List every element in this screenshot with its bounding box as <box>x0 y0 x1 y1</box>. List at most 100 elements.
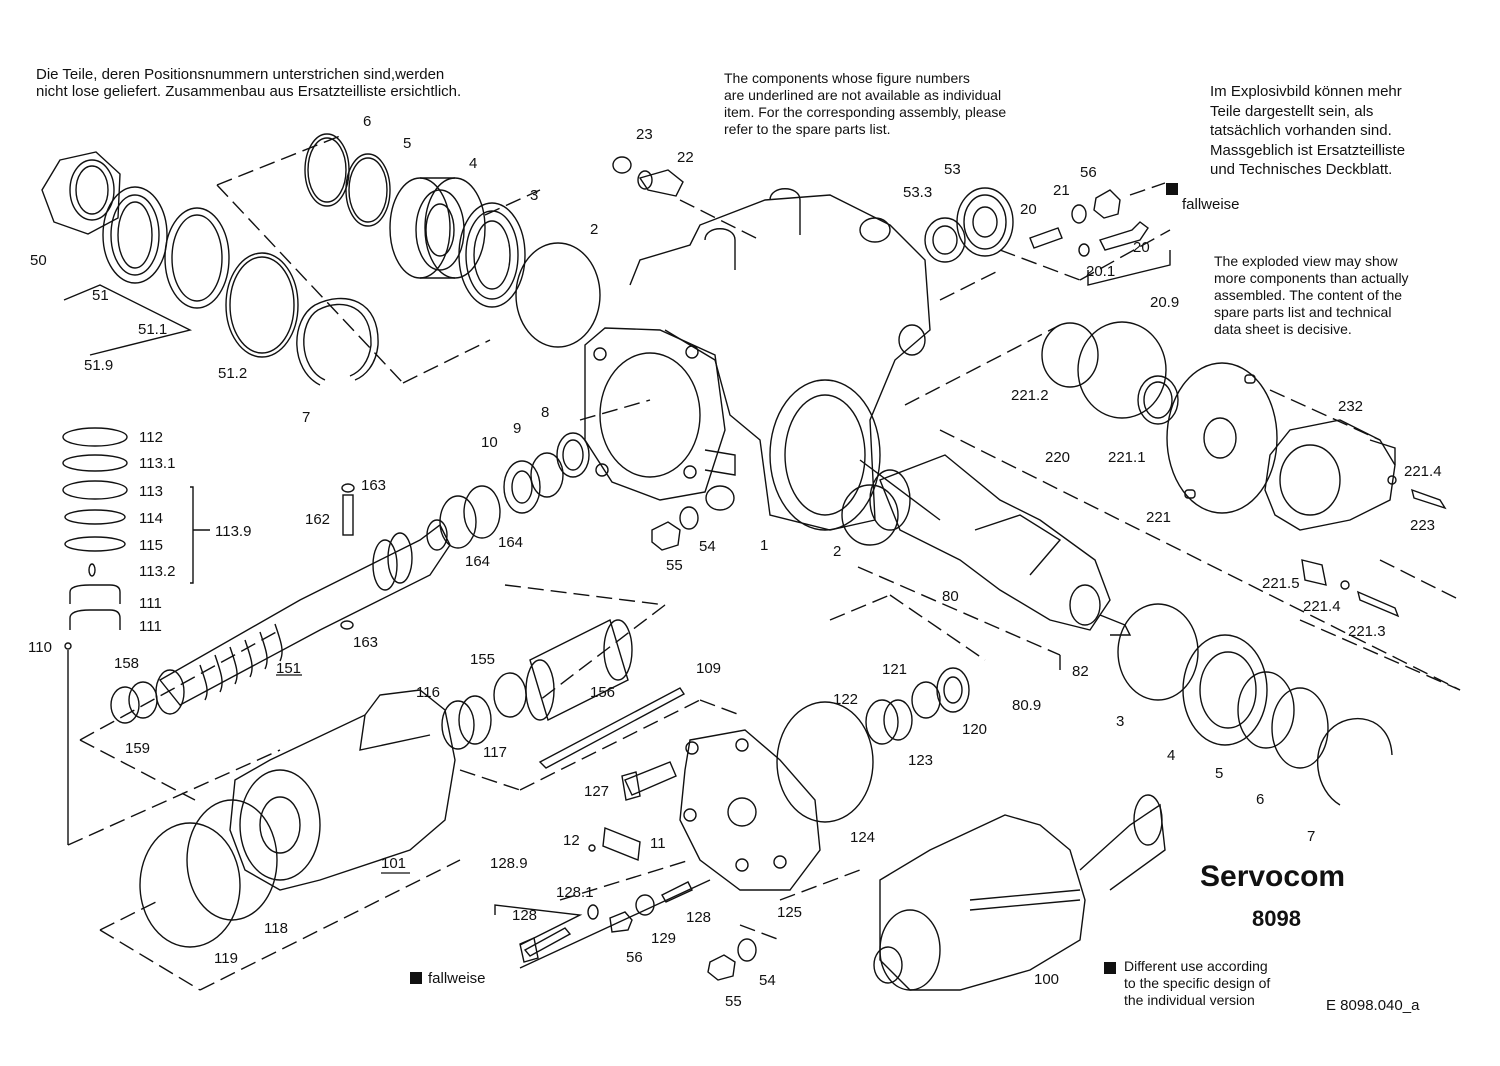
assembly-brackets <box>63 250 1171 969</box>
o-ring-6b <box>1271 687 1329 769</box>
cover-221 <box>1166 362 1278 514</box>
label-128a: 128 <box>512 907 537 924</box>
label-119: 119 <box>214 950 238 967</box>
seal-54 <box>679 506 699 530</box>
retaining-ring-7b <box>1316 717 1393 806</box>
washer-128-1 <box>587 904 599 920</box>
note-different-use: Different use according to the specific … <box>1124 958 1271 1008</box>
different-use-marker-icon <box>1104 962 1116 974</box>
plug-56b <box>609 911 633 933</box>
note-english-right: The exploded view may show more componen… <box>1214 253 1409 337</box>
stud-20 <box>1029 227 1063 249</box>
label-112: 112 <box>139 429 163 446</box>
bolt-127 <box>621 761 677 801</box>
label-11: 11 <box>650 835 666 852</box>
label-55b: 55 <box>725 993 742 1010</box>
o-ring-164a <box>439 495 477 549</box>
label-114: 114 <box>139 510 163 527</box>
label-128b: 128 <box>686 909 711 926</box>
label-164b: 164 <box>465 553 490 570</box>
label-53: 53 <box>944 161 961 178</box>
housing-101 <box>229 689 456 891</box>
ring-221-1 <box>1137 375 1179 425</box>
screw-221-3 <box>1356 590 1400 618</box>
label-232: 232 <box>1338 398 1363 415</box>
label-221-4a: 221.4 <box>1404 463 1442 480</box>
nut-50 <box>41 151 121 235</box>
o-ring-20-1 <box>1078 243 1090 257</box>
o-ring-122 <box>865 699 899 745</box>
label-20a: 20 <box>1020 201 1037 218</box>
square-marker-icon <box>410 972 422 984</box>
label-110: 110 <box>28 639 52 656</box>
label-221-2: 221.2 <box>1011 387 1049 404</box>
stud-128b <box>661 881 693 903</box>
plug-56 <box>1093 189 1121 219</box>
pin-162 <box>342 494 354 536</box>
label-55: 55 <box>666 557 683 574</box>
label-128-1: 128.1 <box>556 884 594 901</box>
label-51-2: 51.2 <box>218 365 247 382</box>
seal-53-3 <box>924 217 966 263</box>
ring-3 <box>458 202 526 308</box>
label-117: 117 <box>483 744 507 761</box>
seal-54b <box>737 938 757 962</box>
sleeve-156 <box>525 619 633 721</box>
label-109: 109 <box>696 660 721 677</box>
label-8: 8 <box>541 404 549 421</box>
fallweise-label-top: fallweise <box>1182 196 1240 213</box>
washer-121 <box>911 681 941 719</box>
o-ring-159 <box>110 686 140 724</box>
drawing-id: E 8098.040_a <box>1326 997 1420 1014</box>
plate-11 <box>602 827 641 861</box>
part-number-labels: 50 51 51.1 51.9 51.2 6 5 4 3 2 7 23 22 5… <box>28 113 1442 1010</box>
washer-21 <box>1071 204 1087 224</box>
screw-128a <box>519 927 572 963</box>
label-50: 50 <box>30 252 47 269</box>
label-220: 220 <box>1045 449 1070 466</box>
label-123: 123 <box>908 752 933 769</box>
bearing-4 <box>389 177 486 279</box>
label-2b: 2 <box>833 543 841 560</box>
housing-1 <box>584 188 931 531</box>
ring-51-1 <box>164 207 230 309</box>
o-ring-5b <box>1237 671 1295 749</box>
label-12: 12 <box>563 832 580 849</box>
label-51-1: 51.1 <box>138 321 167 338</box>
o-ring-124 <box>776 701 874 823</box>
label-221: 221 <box>1146 509 1171 526</box>
assembled-unit-100 <box>873 794 1166 991</box>
label-3b: 3 <box>1116 713 1124 730</box>
o-ring-6 <box>304 133 350 207</box>
fitting-22 <box>637 169 684 197</box>
seal-8 <box>556 432 590 478</box>
label-54: 54 <box>699 538 716 555</box>
label-6: 6 <box>363 113 371 130</box>
retaining-ring-7 <box>296 297 379 386</box>
label-1: 1 <box>760 537 768 554</box>
label-56b: 56 <box>626 949 643 966</box>
label-121: 121 <box>882 661 907 678</box>
label-4b: 4 <box>1167 747 1175 764</box>
plug-55b <box>707 954 736 981</box>
o-ring-5 <box>345 153 391 227</box>
label-6b: 6 <box>1256 791 1264 808</box>
sleeve-221-5 <box>1301 559 1327 586</box>
label-51: 51 <box>92 287 109 304</box>
label-128-9: 128.9 <box>490 855 528 872</box>
ring-51-2 <box>225 252 299 358</box>
label-127: 127 <box>584 783 609 800</box>
label-82: 82 <box>1072 663 1089 680</box>
label-113-2: 113.2 <box>139 563 175 580</box>
bearing-4b <box>1182 634 1268 746</box>
o-ring-116 <box>441 700 475 750</box>
o-ring-118 <box>186 799 278 921</box>
ring-163 <box>341 483 355 493</box>
label-221-1: 221.1 <box>1108 449 1146 466</box>
fallweise-label-bottom: fallweise <box>428 970 486 987</box>
label-22: 22 <box>677 149 694 166</box>
label-122: 122 <box>833 691 858 708</box>
label-120: 120 <box>962 721 987 738</box>
label-221-4b: 221.4 <box>1303 598 1341 615</box>
